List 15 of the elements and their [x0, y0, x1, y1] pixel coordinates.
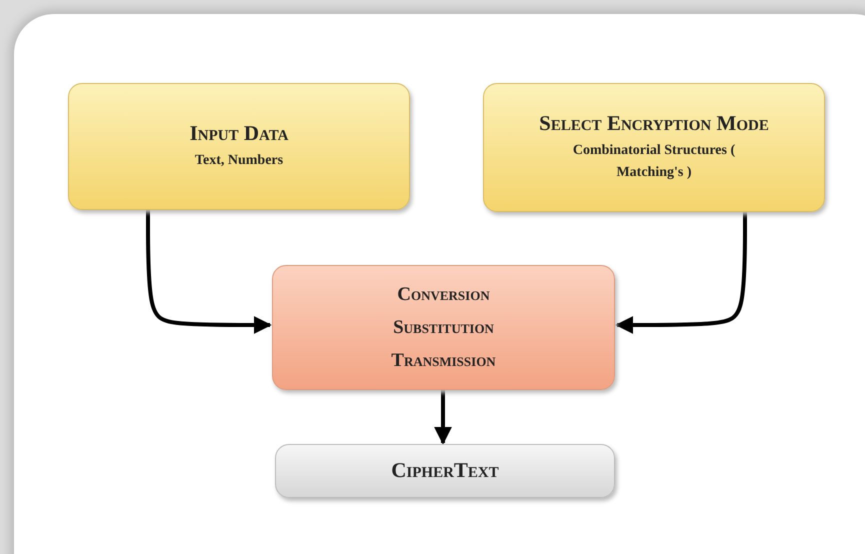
arrow [615, 212, 747, 334]
box-title: Select Encryption Mode [539, 110, 769, 136]
process-box [275, 444, 615, 498]
process-box [483, 83, 825, 212]
box-subtitle: Combinatorial Structures ( Matching's ) [572, 142, 736, 182]
step-label: Transmission [391, 349, 496, 374]
step-label: Substitution [393, 316, 494, 340]
box-title: CipherText [391, 458, 499, 484]
arrow [434, 390, 452, 445]
process-box [68, 83, 410, 210]
process-box [272, 265, 615, 390]
box-title: Input Data [190, 120, 288, 146]
step-label: Conversion [397, 282, 490, 307]
box-subtitle: Text, Numbers [194, 152, 284, 170]
arrow [146, 210, 272, 334]
